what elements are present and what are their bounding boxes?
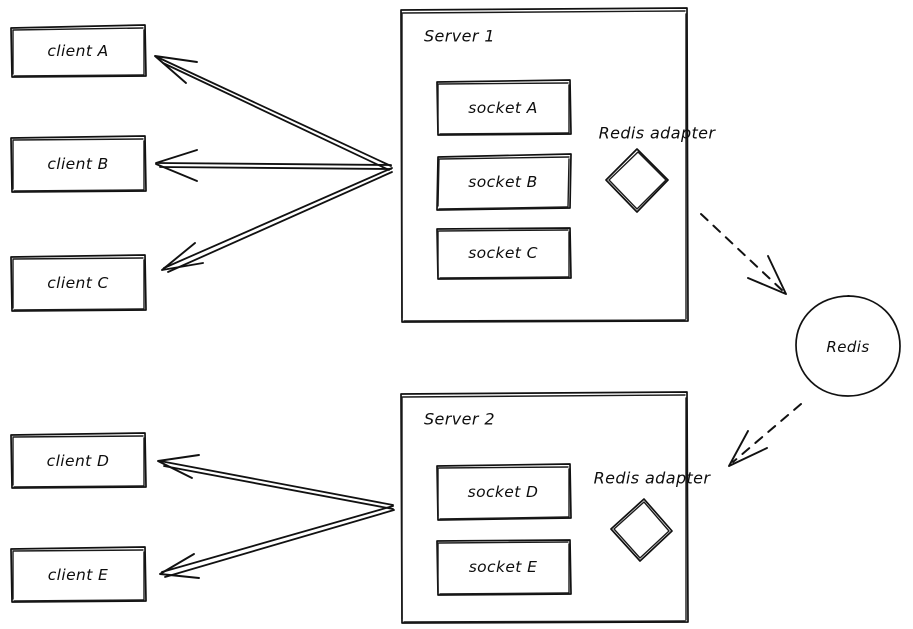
redis-circle[interactable]: [795, 295, 901, 397]
redis-label: Redis: [826, 338, 870, 356]
arrow-server1-to-client-b: [155, 149, 392, 182]
client-e-box[interactable]: [10, 546, 147, 603]
arrow-adapter1-to-redis: [700, 213, 787, 295]
redis-adapter-1-diamond[interactable]: [605, 148, 669, 213]
server-1-title: Server 1: [424, 26, 495, 46]
server-2-box[interactable]: [400, 391, 689, 624]
socket-e-label: socket E: [468, 558, 538, 576]
client-a-label: client A: [47, 42, 109, 60]
client-c-box[interactable]: [10, 254, 147, 312]
arrow-server2-to-client-e: [159, 505, 395, 579]
arrow-server2-to-client-d: [157, 454, 394, 510]
redis-adapter-2-label: Redis adapter: [593, 468, 711, 488]
socket-c-label: socket C: [468, 244, 538, 262]
socket-e-box[interactable]: [436, 539, 572, 596]
socket-b-label: socket B: [468, 173, 538, 191]
client-d-label: client D: [46, 452, 110, 470]
socket-c-box[interactable]: [436, 227, 572, 280]
socket-d-box[interactable]: [436, 463, 572, 521]
client-b-box[interactable]: [10, 135, 147, 193]
socket-a-box[interactable]: [436, 79, 572, 136]
server-1-box[interactable]: [400, 7, 689, 323]
client-d-box[interactable]: [10, 432, 147, 489]
client-a-box[interactable]: [10, 24, 147, 78]
server-2-title: Server 2: [424, 409, 495, 429]
client-c-label: client C: [47, 274, 109, 292]
socket-b-box[interactable]: [436, 153, 572, 211]
redis-adapter-2-diamond[interactable]: [610, 498, 673, 562]
client-b-label: client B: [47, 155, 109, 173]
socket-a-label: socket A: [468, 99, 538, 117]
socket-d-label: socket D: [467, 483, 539, 501]
arrow-server1-to-client-c: [161, 167, 393, 273]
arrow-server1-to-client-a: [154, 55, 392, 171]
arrow-redis-to-adapter2: [728, 403, 802, 467]
client-e-label: client E: [47, 566, 109, 584]
redis-adapter-1-label: Redis adapter: [598, 123, 716, 143]
